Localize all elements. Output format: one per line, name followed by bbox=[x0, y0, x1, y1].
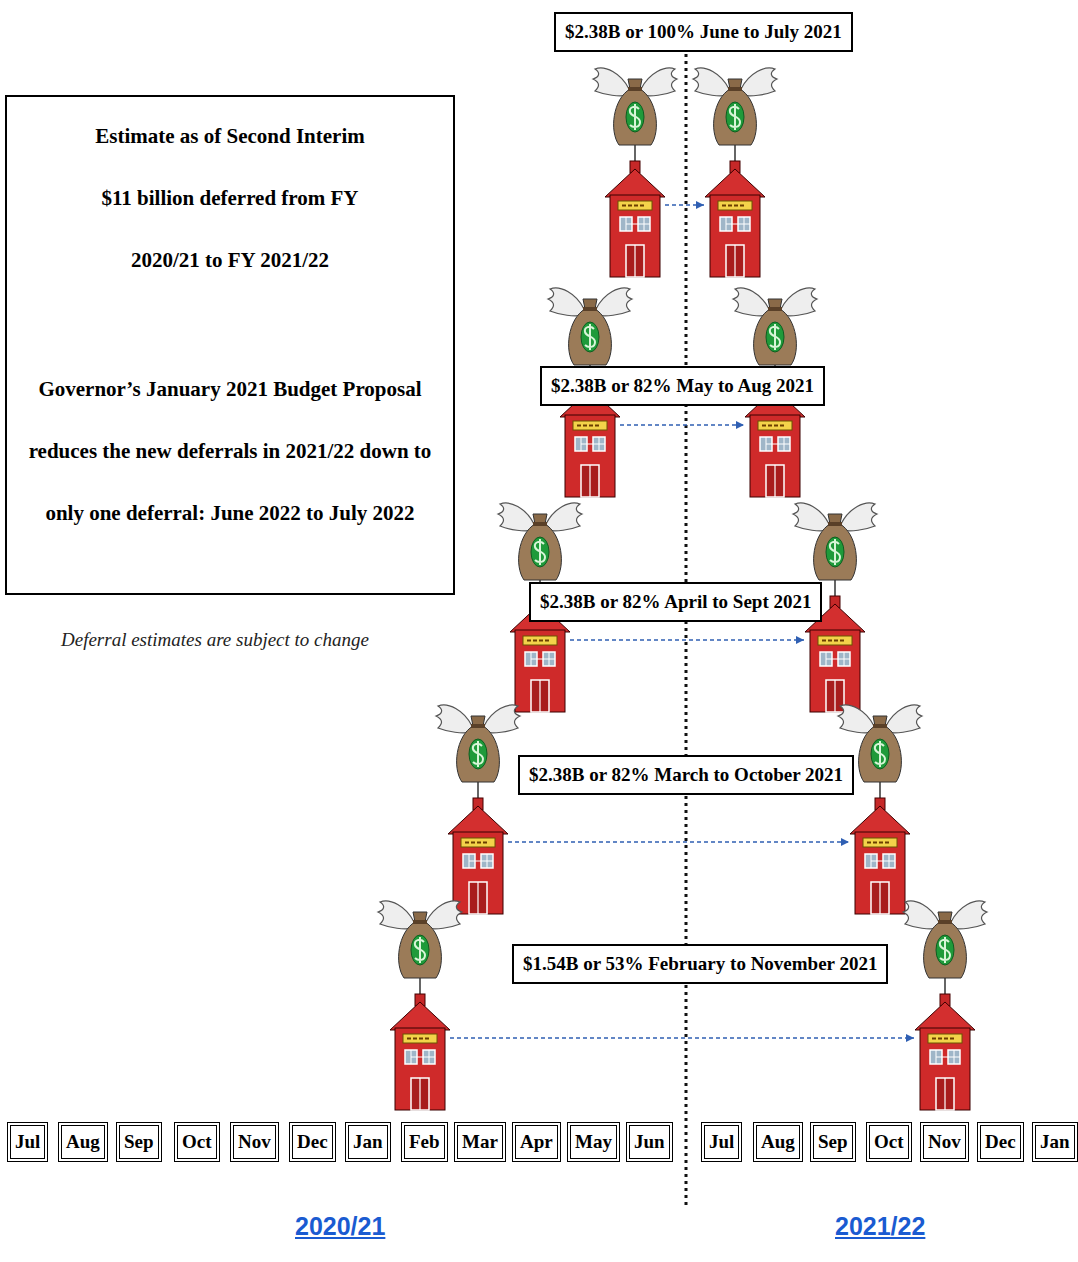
amount-tag: $2.38B or 100% June to July 2021 bbox=[554, 12, 853, 52]
month-label: Aug bbox=[761, 1131, 795, 1153]
month-box: Nov bbox=[920, 1122, 969, 1162]
month-label: Oct bbox=[182, 1131, 212, 1153]
month-label: Nov bbox=[238, 1131, 271, 1153]
month-box: Feb bbox=[401, 1122, 448, 1162]
panel-text: Estimate as of Second Interim $11 billio… bbox=[90, 105, 370, 291]
estimate-panel: Estimate as of Second Interim $11 billio… bbox=[5, 95, 455, 595]
school-money-icon bbox=[838, 705, 922, 914]
deferral-arrow bbox=[665, 204, 704, 206]
month-label: Apr bbox=[520, 1131, 553, 1153]
month-box: Aug bbox=[58, 1122, 108, 1162]
school-money-icon bbox=[693, 68, 777, 277]
school-money-icon bbox=[378, 901, 462, 1110]
month-box: Oct bbox=[174, 1122, 220, 1162]
school-money-icon bbox=[436, 705, 520, 914]
amount-tag: $2.38B or 82% March to October 2021 bbox=[518, 755, 854, 795]
note-text: Deferral estimates are subject to change bbox=[61, 628, 369, 652]
tag-text: $2.38B or 82% April to Sept 2021 bbox=[540, 590, 811, 614]
tag-text: $2.38B or 82% March to October 2021 bbox=[529, 763, 843, 787]
month-box: Apr bbox=[512, 1122, 561, 1162]
month-label: Sep bbox=[124, 1131, 154, 1153]
deferral-arrow bbox=[450, 1037, 914, 1039]
month-label: Nov bbox=[928, 1131, 961, 1153]
month-box: Nov bbox=[230, 1122, 279, 1162]
amount-tag: $2.38B or 82% May to Aug 2021 bbox=[540, 366, 825, 406]
month-box: May bbox=[567, 1122, 620, 1162]
month-label: May bbox=[575, 1131, 612, 1153]
month-label: Sep bbox=[818, 1131, 848, 1153]
month-label: Jan bbox=[353, 1131, 383, 1153]
month-label: Dec bbox=[985, 1131, 1016, 1153]
month-box: Dec bbox=[289, 1122, 336, 1162]
deferral-arrow bbox=[570, 639, 804, 641]
month-box: Jan bbox=[1032, 1122, 1078, 1162]
month-label: Aug bbox=[66, 1131, 100, 1153]
amount-tag: $2.38B or 82% April to Sept 2021 bbox=[529, 582, 822, 622]
tag-text: $2.38B or 100% June to July 2021 bbox=[565, 20, 842, 44]
month-box: Sep bbox=[116, 1122, 162, 1162]
month-box: Oct bbox=[866, 1122, 912, 1162]
amount-tag: $1.54B or 53% February to November 2021 bbox=[512, 944, 888, 984]
deferral-arrow bbox=[508, 841, 849, 843]
year-label: 2021/22 bbox=[835, 1211, 925, 1241]
school-money-icon bbox=[903, 901, 987, 1110]
month-label: Jul bbox=[15, 1131, 40, 1153]
month-label: Dec bbox=[297, 1131, 328, 1153]
tag-text: $1.54B or 53% February to November 2021 bbox=[523, 952, 877, 976]
month-label: Oct bbox=[874, 1131, 904, 1153]
month-box: Jul bbox=[7, 1122, 48, 1162]
deferral-arrow bbox=[620, 424, 744, 426]
month-box: Jan bbox=[345, 1122, 391, 1162]
panel-text: Governor’s January 2021 Budget Proposal … bbox=[17, 358, 443, 544]
month-box: Jul bbox=[701, 1122, 742, 1162]
month-label: Jul bbox=[709, 1131, 734, 1153]
month-box: Mar bbox=[454, 1122, 506, 1162]
year-label: 2020/21 bbox=[295, 1211, 385, 1241]
fiscal-year-divider bbox=[685, 54, 688, 1205]
month-label: Jan bbox=[1040, 1131, 1070, 1153]
month-box: Sep bbox=[810, 1122, 856, 1162]
month-label: Mar bbox=[462, 1131, 498, 1153]
month-label: Feb bbox=[409, 1131, 440, 1153]
month-label: Jun bbox=[634, 1131, 665, 1153]
month-box: Jun bbox=[626, 1122, 673, 1162]
month-box: Dec bbox=[977, 1122, 1024, 1162]
month-box: Aug bbox=[753, 1122, 803, 1162]
tag-text: $2.38B or 82% May to Aug 2021 bbox=[551, 374, 814, 398]
school-money-icon bbox=[593, 68, 677, 277]
